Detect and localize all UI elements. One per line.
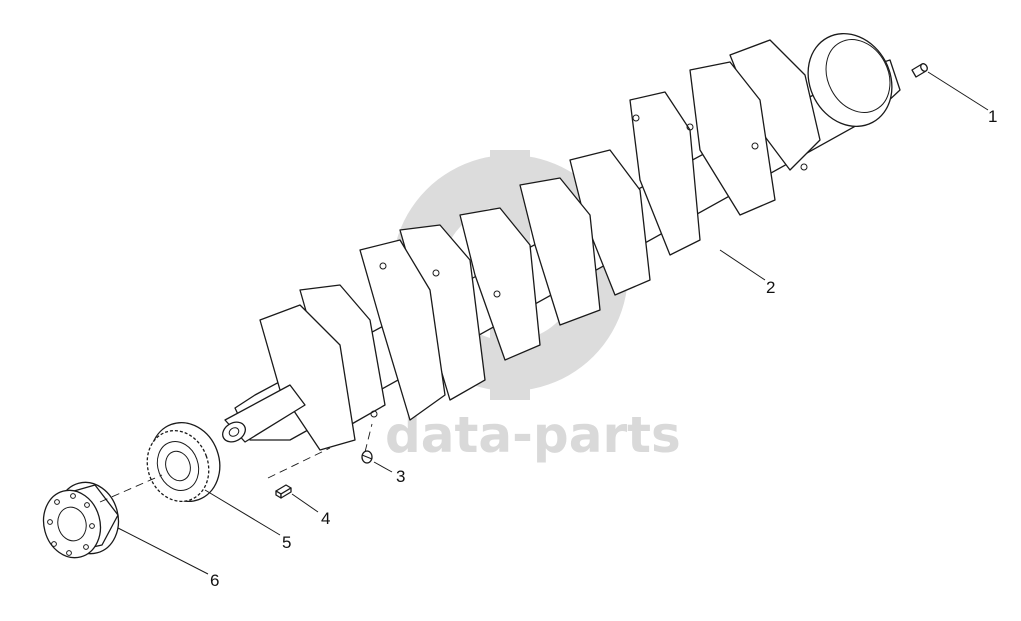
pulley-hub-icon[interactable] [36, 475, 126, 564]
callout-1: 1 [988, 107, 997, 126]
callout-labels: 1 2 3 4 5 6 [210, 107, 997, 590]
callout-2: 2 [766, 278, 775, 297]
callout-6: 6 [210, 571, 219, 590]
callout-3: 3 [396, 467, 405, 486]
watermark-text: data-parts [385, 406, 681, 464]
woodruff-key-icon[interactable] [275, 484, 292, 499]
leader-lines [117, 71, 989, 575]
dowel-pin-icon[interactable] [911, 63, 929, 78]
plug-screw-icon[interactable] [361, 450, 373, 464]
assembly-axis-lines [99, 423, 373, 503]
crankshaft-icon[interactable] [219, 19, 908, 451]
crankshaft-gear-icon[interactable] [137, 413, 230, 511]
callout-5: 5 [282, 533, 291, 552]
callout-4: 4 [321, 509, 330, 528]
